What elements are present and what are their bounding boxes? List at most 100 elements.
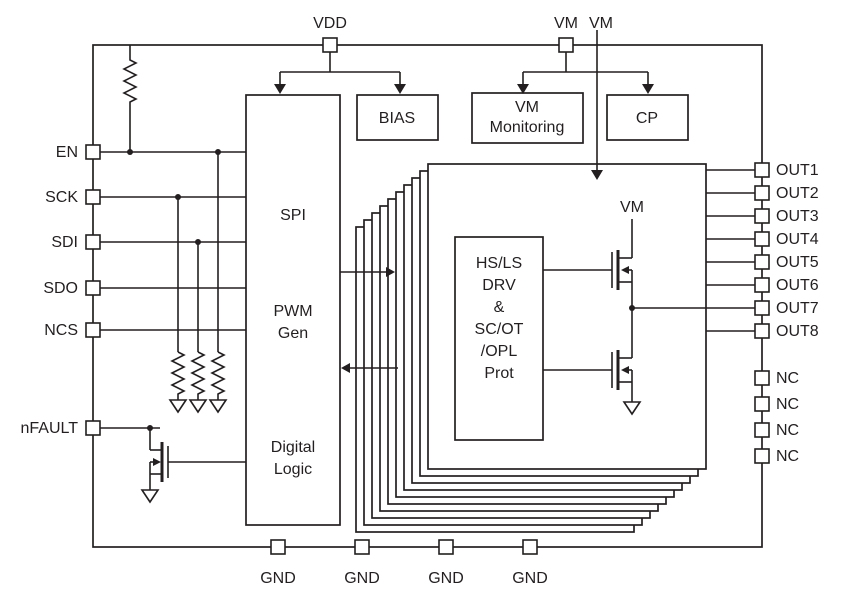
spi-label: SPI (280, 207, 306, 224)
pin-label-out5: OUT5 (776, 254, 819, 271)
pin-square-sdi (85, 234, 101, 250)
junction-dot (629, 305, 635, 311)
pin-square-nc4 (754, 448, 770, 464)
nfault-mosfet (140, 428, 246, 504)
pin-square-ncs (85, 322, 101, 338)
bias-block-box (356, 94, 439, 141)
hsls-driver-block: HS/LS DRV & SC/OT /OPL Prot (454, 236, 544, 441)
spi-block: SPI PWM Gen Digital Logic (245, 94, 341, 526)
pin-square-sdo (85, 280, 101, 296)
arrowhead (394, 84, 406, 94)
pin-label-sdo: SDO (43, 280, 78, 297)
pin-label-out2: OUT2 (776, 185, 819, 202)
pin-square-nfault (85, 420, 101, 436)
hsls-line-1: HS/LS (476, 255, 522, 272)
spi-block-box (245, 94, 341, 526)
hsls-line-4: SC/OT (475, 321, 524, 338)
junction-dot (147, 425, 153, 431)
junction-dot (127, 149, 133, 155)
ground-symbol (208, 399, 228, 414)
pin-square-out8 (754, 323, 770, 339)
arrowhead (386, 267, 395, 277)
arrowhead (591, 170, 603, 180)
arrowhead (341, 363, 350, 373)
resistor-symbol (190, 351, 206, 400)
vm-monitoring-label-2: Monitoring (490, 119, 565, 136)
resistor-symbol (210, 351, 226, 400)
vdd-net (274, 45, 406, 94)
ground-symbol (140, 489, 160, 504)
spi-to-driver-arrow (340, 267, 395, 277)
hsls-line-6: Prot (484, 365, 514, 382)
pin-square-gnd1 (270, 539, 286, 555)
hsls-driver-box (454, 236, 544, 441)
pin-square-vdd (322, 37, 338, 53)
pin-label-nc3: NC (776, 422, 799, 439)
digital-label: Digital (271, 439, 315, 456)
hsls-line-5: /OPL (481, 343, 518, 360)
pin-label-out8: OUT8 (776, 323, 819, 340)
pin-label-out1: OUT1 (776, 162, 819, 179)
pin-square-nc3 (754, 422, 770, 438)
pin-label-nc2: NC (776, 396, 799, 413)
pin-square-nc1 (754, 370, 770, 386)
pin-label-ncs: NCS (44, 322, 78, 339)
logic-label: Logic (274, 461, 312, 478)
bias-block: BIAS (356, 94, 439, 141)
pin-labels: VDD VM VM EN SCK SDI SDO NCS nFAULT OUT1… (21, 15, 819, 587)
pin-square-en (85, 144, 101, 160)
gen-label: Gen (278, 325, 308, 342)
vm-power-net (591, 30, 603, 180)
cp-label: CP (636, 110, 658, 127)
pin-square-gnd2 (354, 539, 370, 555)
body-arrow (621, 366, 629, 374)
pin-square-out3 (754, 208, 770, 224)
pin-square-out6 (754, 277, 770, 293)
low-side-mosfet (543, 308, 642, 416)
pin-square-out1 (754, 162, 770, 178)
cp-block: CP (606, 94, 689, 141)
pin-square-sck (85, 189, 101, 205)
vm-internal-net: VM (620, 199, 644, 258)
resistor-symbol (122, 45, 138, 152)
pin-square-vm (558, 37, 574, 53)
pin-squares (85, 37, 770, 555)
pin-label-sck: SCK (45, 189, 78, 206)
arrowhead (642, 84, 654, 94)
pin-label-en: EN (56, 144, 78, 161)
ground-symbol (168, 399, 188, 414)
pwm-label: PWM (273, 303, 312, 320)
pullup-resistor (122, 45, 138, 152)
cp-block-box (606, 94, 689, 141)
pin-label-vm-1: VM (554, 15, 578, 32)
vm-monitoring-box (471, 92, 584, 144)
vm-monitoring-block: VM Monitoring (471, 92, 584, 144)
ground-symbol (188, 399, 208, 414)
hsls-line-2: DRV (482, 277, 516, 294)
pin-label-gnd3: GND (428, 570, 464, 587)
resistor-symbol (170, 351, 186, 400)
body-arrow (621, 266, 629, 274)
pin-label-nc4: NC (776, 448, 799, 465)
pin-label-out7: OUT7 (776, 300, 819, 317)
bias-label: BIAS (379, 110, 415, 127)
pin-square-nc2 (754, 396, 770, 412)
pin-label-nfault: nFAULT (21, 420, 79, 437)
high-side-mosfet (543, 250, 633, 308)
arrowhead (517, 84, 529, 94)
pin-square-out5 (754, 254, 770, 270)
pulldown-resistors (168, 152, 228, 414)
pin-label-gnd4: GND (512, 570, 548, 587)
pin-label-vm-2: VM (589, 15, 613, 32)
pin-square-out2 (754, 185, 770, 201)
junction-dots (127, 149, 635, 431)
pin-label-nc1: NC (776, 370, 799, 387)
junction-dot (215, 149, 221, 155)
junction-dot (195, 239, 201, 245)
arrowhead (274, 84, 286, 94)
pin-label-out3: OUT3 (776, 208, 819, 225)
driver-to-spi-arrow (341, 363, 398, 373)
pin-label-sdi: SDI (51, 234, 78, 251)
pin-square-gnd3 (438, 539, 454, 555)
